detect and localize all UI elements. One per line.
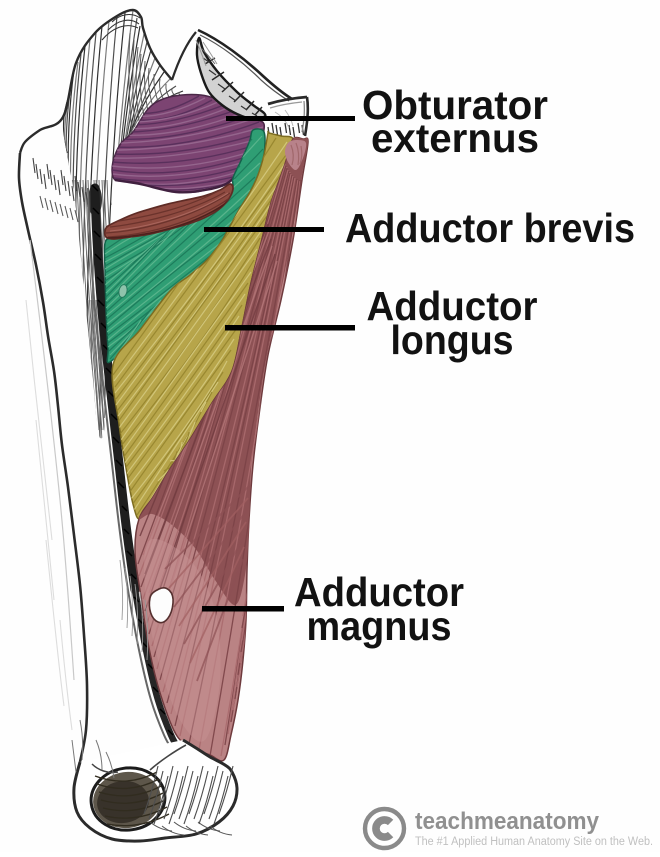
svg-text:teachmeanatomy: teachmeanatomy [415,808,600,835]
svg-text:Adductor: Adductor [294,569,464,615]
svg-text:Adductor: Adductor [367,283,538,329]
svg-text:The #1 Applied Human Anatomy S: The #1 Applied Human Anatomy Site on the… [415,836,653,848]
svg-text:Adductor brevis: Adductor brevis [345,205,635,251]
svg-text:magnus: magnus [307,603,452,649]
svg-text:externus: externus [371,115,539,161]
svg-text:Obturator: Obturator [362,82,548,128]
svg-text:longus: longus [391,317,514,363]
